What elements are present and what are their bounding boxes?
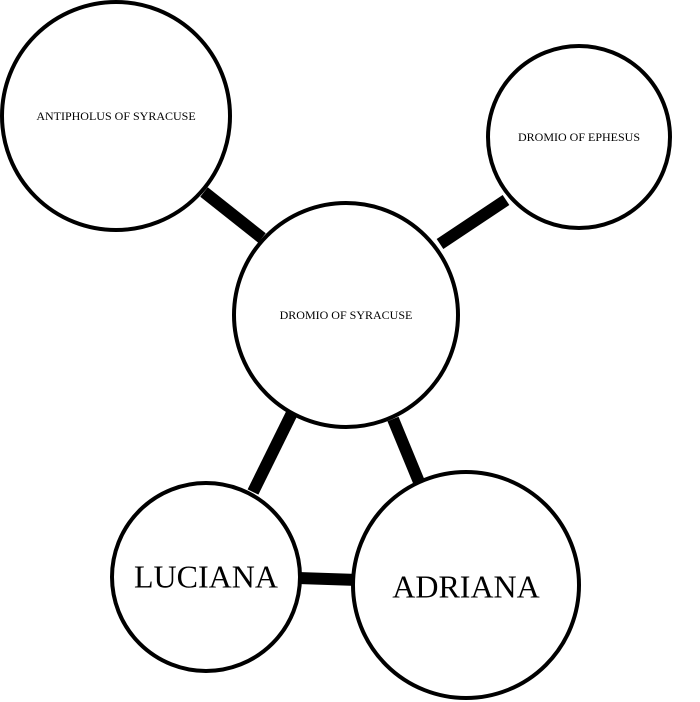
node-luciana-label: LUCIANA — [134, 558, 278, 594]
edge-dromio-syracuse-adriana — [387, 416, 425, 485]
edges — [200, 187, 510, 586]
node-dromio-of-syracuse: DROMIO OF SYRACUSE — [232, 201, 460, 429]
node-antipholus-of-syracuse-circle — [0, 0, 232, 232]
edge-luciana-adriana — [297, 572, 359, 586]
edge-dromio-syracuse-dromio-ephesus — [436, 195, 510, 249]
node-adriana: ADRIANA — [351, 470, 581, 700]
node-dromio-of-syracuse-circle — [232, 201, 460, 429]
node-luciana-circle — [110, 481, 302, 673]
node-antipholus-of-syracuse-label: ANTIPHOLUS OF SYRACUSE — [36, 109, 195, 123]
node-adriana-circle — [351, 470, 581, 700]
node-dromio-of-ephesus-label: DROMIO OF EPHESUS — [518, 130, 640, 144]
node-antipholus-of-syracuse: ANTIPHOLUS OF SYRACUSE — [0, 0, 232, 232]
node-luciana: LUCIANA — [110, 481, 302, 673]
node-adriana-label: ADRIANA — [392, 568, 540, 604]
node-dromio-of-ephesus: DROMIO OF EPHESUS — [486, 44, 672, 230]
edge-dromio-syracuse-antipholus-syracuse — [200, 187, 266, 243]
node-dromio-of-syracuse-label: DROMIO OF SYRACUSE — [280, 308, 413, 322]
node-dromio-of-ephesus-circle — [486, 44, 672, 230]
edge-dromio-syracuse-luciana — [247, 410, 298, 495]
